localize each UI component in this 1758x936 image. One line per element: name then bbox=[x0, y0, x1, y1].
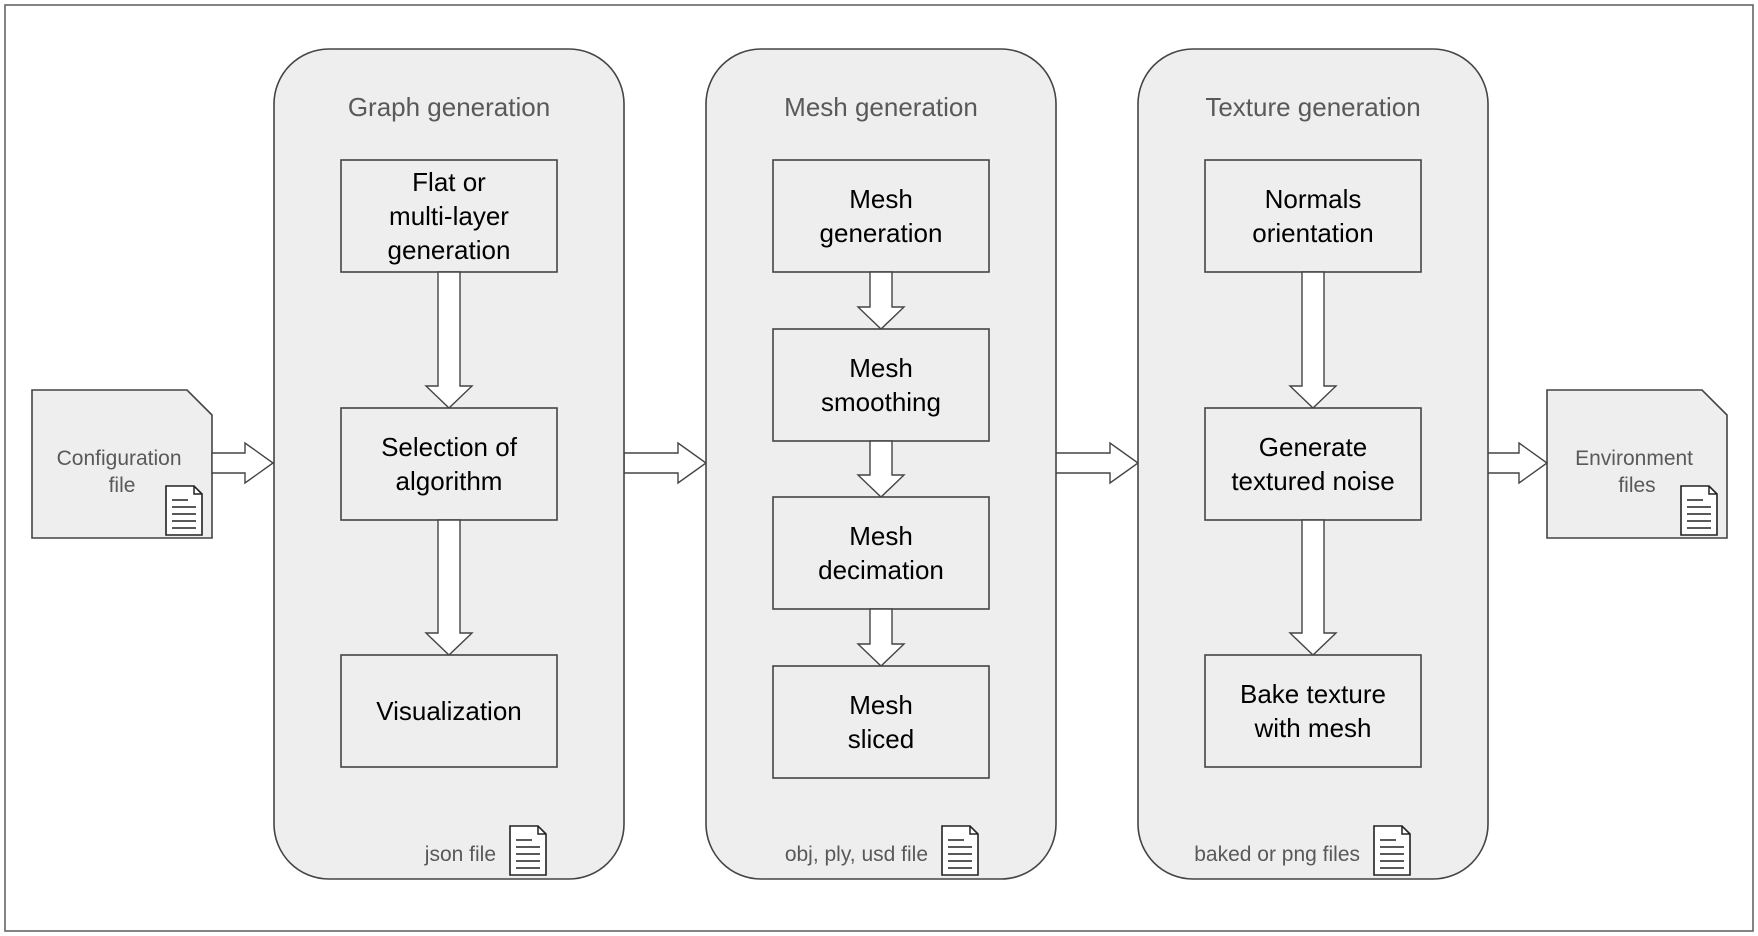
texture-stage-title: Texture generation bbox=[1205, 92, 1420, 122]
graph-step-arrow bbox=[424, 271, 474, 409]
flow-arrow-input-to-graph bbox=[211, 441, 275, 485]
flow-arrow-graph-to-mesh bbox=[623, 441, 708, 485]
flow-arrow-texture-to-output bbox=[1486, 441, 1549, 485]
configuration-file-card: Configuration file bbox=[31, 389, 213, 539]
mesh-stage-output-label: obj, ply, usd file bbox=[785, 843, 928, 866]
document-icon bbox=[509, 825, 547, 876]
texture-stage-output-label: baked or png files bbox=[1194, 843, 1360, 866]
graph-step-label: Visualization bbox=[376, 696, 522, 726]
environment-files-card: Environment files bbox=[1546, 389, 1728, 539]
document-icon bbox=[941, 825, 979, 876]
flow-arrow-mesh-to-texture bbox=[1054, 441, 1140, 485]
mesh-step-arrow bbox=[856, 271, 906, 330]
texture-step-arrow bbox=[1288, 519, 1338, 656]
graph-step-arrow bbox=[424, 519, 474, 656]
graph-step-box: Visualization bbox=[340, 654, 558, 768]
mesh-step-arrow bbox=[856, 440, 906, 498]
graph-stage-output-label: json file bbox=[424, 843, 496, 866]
document-icon bbox=[165, 485, 203, 536]
mesh-stage-title: Mesh generation bbox=[784, 92, 978, 122]
environment-files-label: Environment files bbox=[1575, 447, 1699, 497]
document-icon bbox=[1373, 825, 1411, 876]
texture-step-arrow bbox=[1288, 271, 1338, 409]
document-icon bbox=[1680, 485, 1718, 536]
graph-stage-title: Graph generation bbox=[348, 92, 550, 122]
mesh-step-arrow bbox=[856, 608, 906, 667]
configuration-file-label: Configuration file bbox=[57, 447, 188, 497]
